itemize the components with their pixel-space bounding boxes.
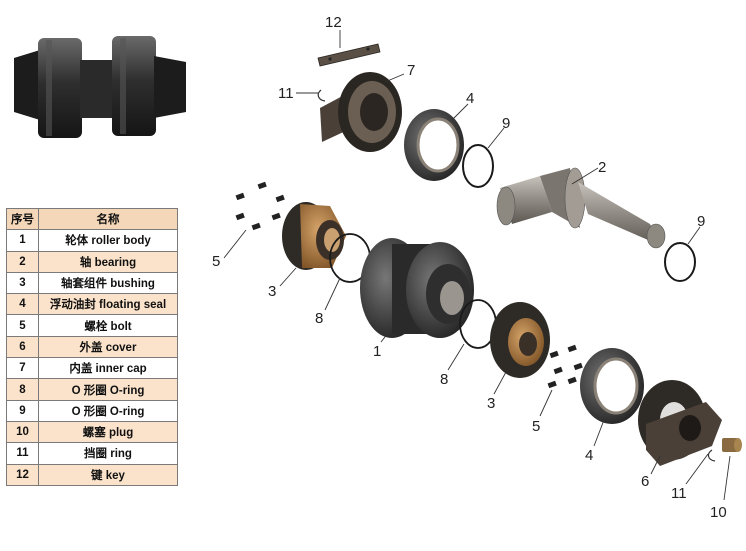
retaining-ring-part-bottom [707,449,716,462]
callout-4-top: 4 [466,90,474,107]
row-number: 5 [6,314,39,337]
callout-4-bottom: 4 [585,447,593,464]
header-number: 序号 [6,207,39,231]
callout-9-right: 9 [697,213,705,230]
row-number: 7 [6,357,39,380]
bolts-part-bottom [547,344,583,389]
row-number: 10 [6,420,39,444]
callout-2: 2 [598,159,606,176]
row-name: 轮体 roller body [38,229,178,252]
bushing-assembly-part-left [282,202,346,270]
bolts-part-top [235,181,285,231]
plug-part [722,438,742,452]
callout-5-right: 5 [532,418,540,435]
row-number: 6 [6,335,39,359]
callout-11-bottom: 11 [671,485,687,502]
callout-8-right: 8 [440,371,448,388]
callout-8-left: 8 [315,310,323,327]
row-number: 9 [6,399,39,422]
callout-6: 6 [641,473,649,490]
header-name: 名称 [38,207,178,231]
row-number: 3 [6,271,39,295]
row-name: 螺栓 bolt [38,314,178,337]
roller-body-part [360,238,474,338]
row-number: 4 [6,293,39,316]
callout-12: 12 [325,14,342,31]
assembled-roller-image [14,36,186,138]
row-number: 12 [6,463,39,486]
row-number: 11 [6,442,39,465]
callout-11-top: 11 [278,85,294,102]
callout-3-left: 3 [268,283,276,300]
row-name: O 形圈 O-ring [38,399,178,422]
callout-labels: 12 7 11 4 9 2 9 5 3 8 1 8 3 5 4 6 11 10 [212,14,727,521]
retaining-ring-part-top [317,89,326,102]
key-part [317,43,381,67]
row-name: 键 key [38,463,178,486]
o-ring-part-right [664,242,696,282]
row-name: 内盖 inner cap [38,357,178,380]
cover-part [638,380,722,466]
row-number: 1 [6,229,39,252]
callout-9-top: 9 [502,115,510,132]
row-number: 8 [6,378,39,401]
floating-seal-part-bottom [580,348,644,424]
callout-5-left: 5 [212,253,220,270]
row-name: 浮动油封 floating seal [38,293,178,316]
callout-1: 1 [373,343,381,360]
floating-seal-part-top [404,109,464,181]
callout-3-right: 3 [487,395,495,412]
bushing-assembly-part-right [490,302,550,378]
callout-7: 7 [407,62,415,79]
shaft-part [496,167,666,249]
table-header-row: 序号 名称 [6,207,178,231]
callout-10: 10 [710,504,727,521]
row-name: O 形圈 O-ring [38,378,178,401]
row-name: 轴 bearing [38,250,178,273]
leader-lines [223,30,731,501]
row-number: 2 [6,250,39,273]
row-name: 螺塞 plug [38,420,178,444]
row-name: 挡圈 ring [38,442,178,465]
row-name: 轴套组件 bushing [38,271,178,295]
inner-cap-part [320,72,402,152]
row-name: 外盖 cover [38,335,178,359]
o-ring-part-top [462,144,494,188]
